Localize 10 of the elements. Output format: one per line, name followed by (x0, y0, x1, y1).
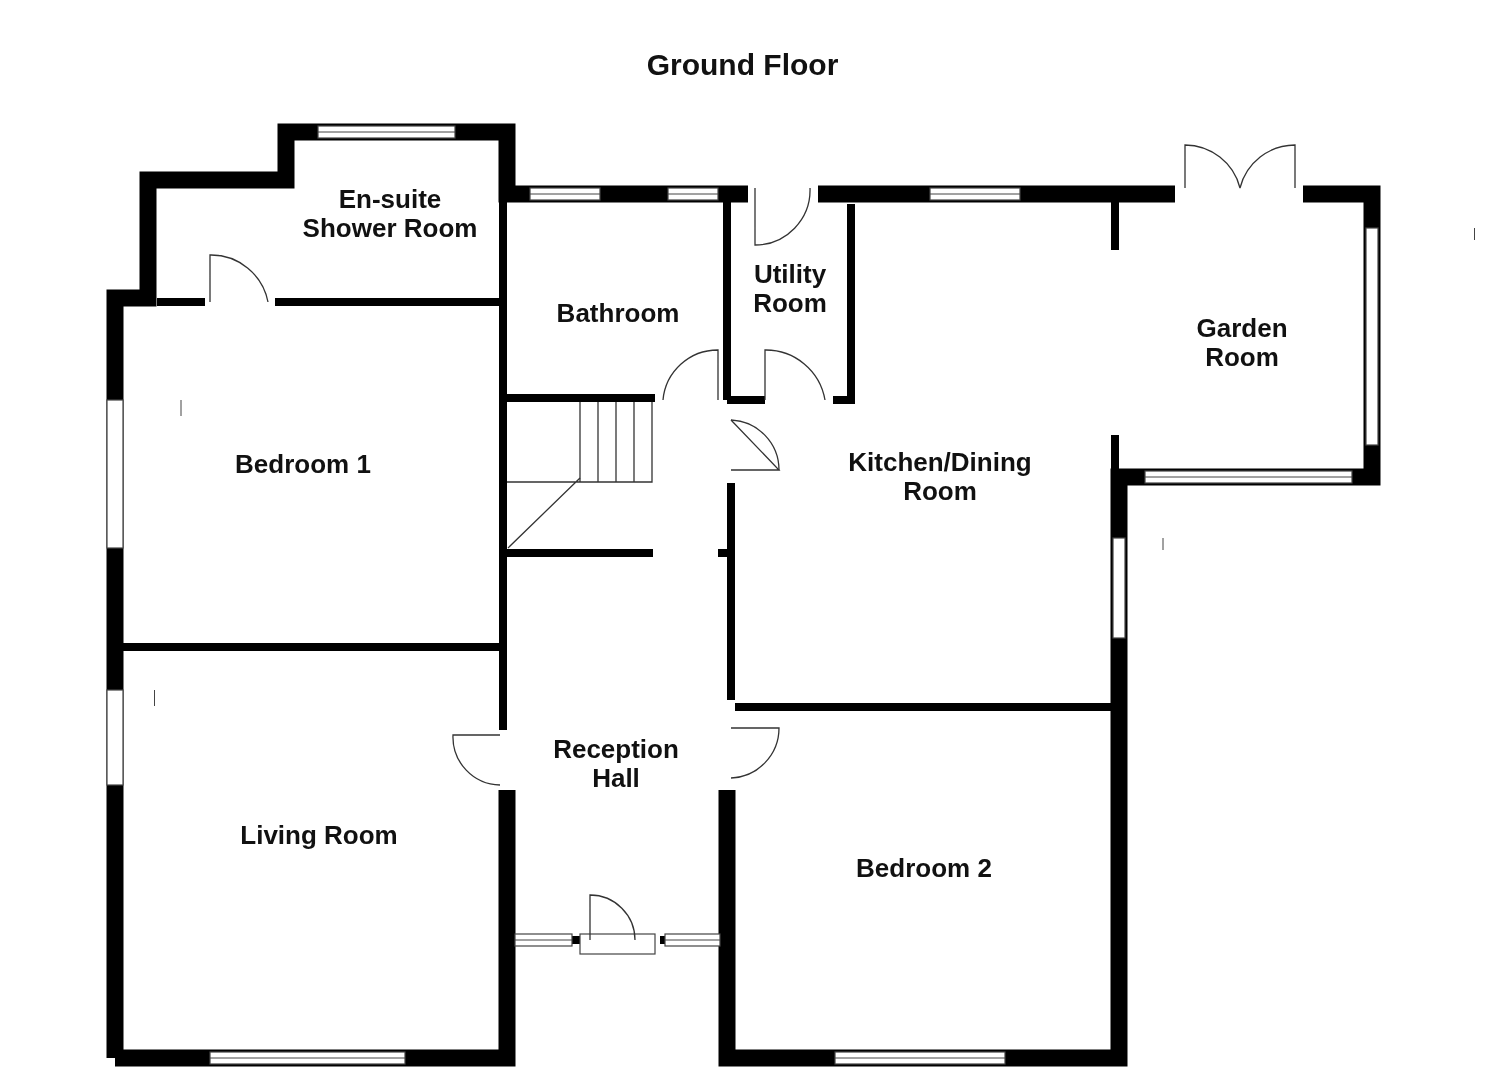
room-label: Utility Room (730, 260, 850, 318)
plan-title: Ground Floor (645, 48, 840, 82)
room-label: Living Room (239, 820, 399, 850)
room-label: Bedroom 2 (824, 853, 1024, 883)
room-label: Reception Hall (526, 735, 706, 793)
room-label: Kitchen/Dining Room (820, 448, 1060, 506)
room-label: Bedroom 1 (203, 449, 403, 479)
room-label: Bathroom (518, 298, 718, 328)
room-label: Garden Room (1162, 314, 1322, 372)
room-label: En-suite Shower Room (290, 185, 490, 243)
